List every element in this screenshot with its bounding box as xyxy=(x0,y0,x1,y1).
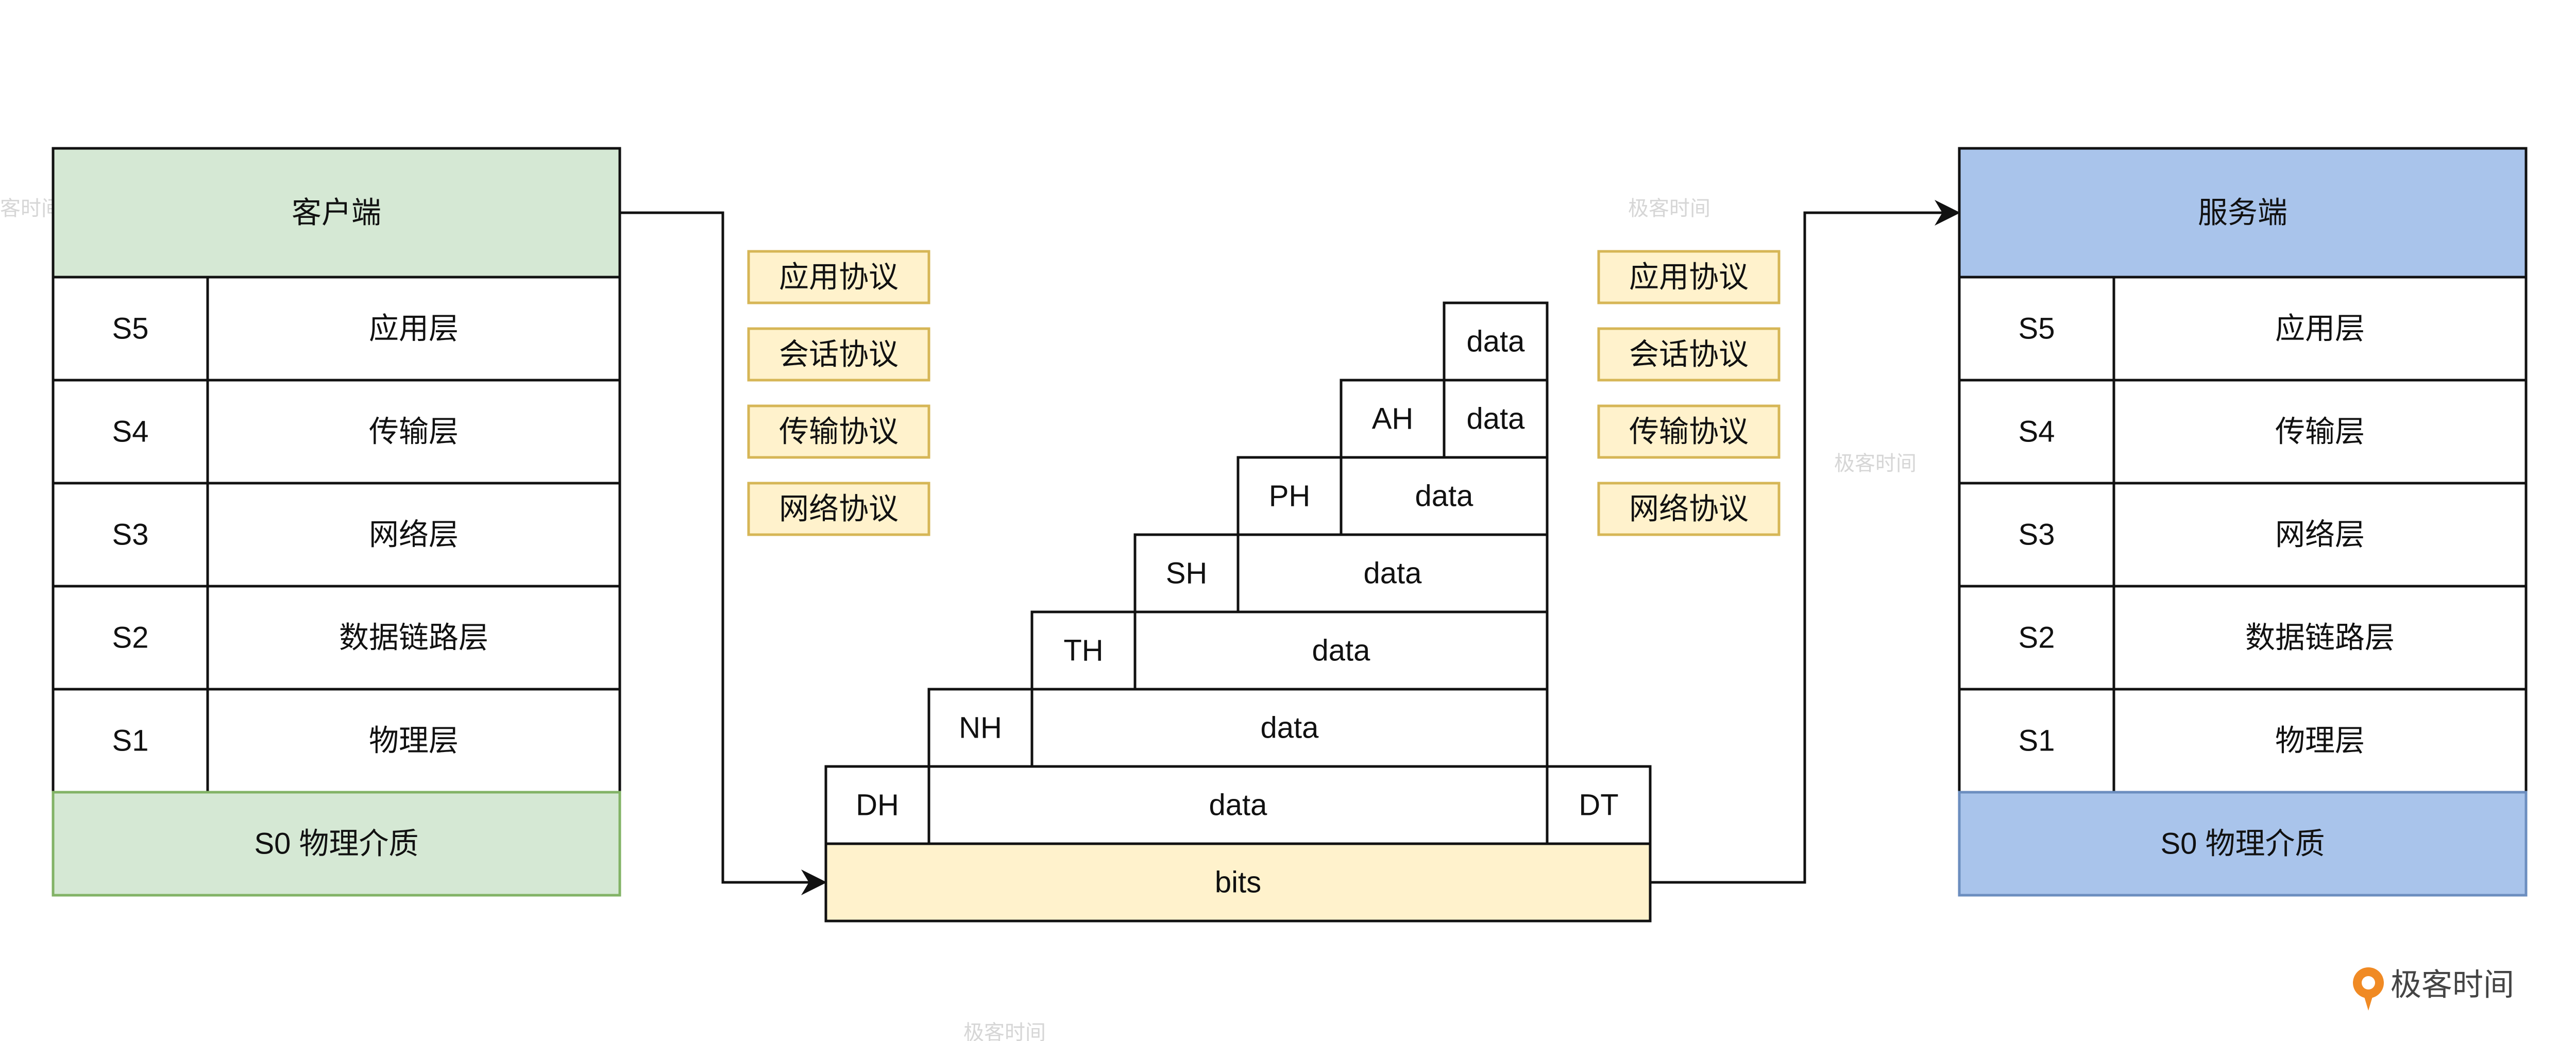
client-layer-s4-code-cell xyxy=(52,379,209,485)
server-layer-s5-code-cell xyxy=(1958,276,2115,382)
client-medium-label: S0 物理介质 xyxy=(254,827,418,861)
trailer-cell-dt xyxy=(1546,765,1652,845)
payload-cell xyxy=(927,765,1549,845)
header-cell-th xyxy=(1030,610,1137,691)
client-stack: 客户端 S5 应用层 S4 传输层 S3 网络层 S2 数据链路层 S1 物理层… xyxy=(52,147,621,897)
protocol-tag xyxy=(747,250,930,304)
client-layer-name: 网络层 xyxy=(369,518,459,552)
client-medium-box xyxy=(52,791,621,897)
watermark-text: 极客时间 xyxy=(1628,197,1710,220)
server-layer-name: 网络层 xyxy=(2275,518,2365,552)
header-label: NH xyxy=(959,711,1002,745)
client-title: 客户端 xyxy=(292,196,381,230)
header-cell-nh xyxy=(927,688,1033,768)
server-layer-code: S2 xyxy=(2019,621,2055,655)
header-label: AH xyxy=(1372,402,1414,436)
payload-cell xyxy=(1030,688,1549,768)
payload-label: data xyxy=(1467,402,1526,436)
protocol-tags-left: 应用协议 会话协议 传输协议 网络协议 xyxy=(747,250,930,536)
watermark-text: 极客时间 xyxy=(1834,452,1917,475)
geektime-logo-icon xyxy=(2353,967,2384,1011)
bits-to-server-arrow xyxy=(1650,200,1960,884)
server-medium-box xyxy=(1958,791,2528,897)
client-layer-s1-name-cell xyxy=(206,688,621,794)
payload-label: data xyxy=(1364,557,1422,590)
client-layer-code: S4 xyxy=(112,415,149,449)
client-layer-code: S1 xyxy=(112,724,149,758)
protocol-tag-label: 网络协议 xyxy=(779,492,899,526)
protocol-tag xyxy=(747,327,930,382)
server-layer-s1-name-cell xyxy=(2112,688,2528,794)
protocol-tag-label: 会话协议 xyxy=(779,338,899,371)
payload-label: data xyxy=(1312,634,1371,668)
protocol-tag-label: 网络协议 xyxy=(1629,492,1749,526)
header-label: TH xyxy=(1063,634,1103,668)
server-layer-s2-code-cell xyxy=(1958,585,2115,691)
protocol-tag xyxy=(1597,250,1781,304)
header-label: SH xyxy=(1166,557,1208,590)
client-layer-s4-name-cell xyxy=(206,379,621,485)
payload-cell xyxy=(1443,301,1549,382)
watermark-text: 极客时间 xyxy=(963,1021,1046,1041)
server-layer-name: 数据链路层 xyxy=(2245,621,2395,655)
client-layer-code: S3 xyxy=(112,518,149,552)
payload-label: data xyxy=(1415,480,1474,513)
server-stack: 服务端 S5 应用层 S4 传输层 S3 网络层 S2 数据链路层 S1 物理层… xyxy=(1958,147,2528,897)
client-layer-s2-code-cell xyxy=(52,585,209,691)
protocol-tag-label: 应用协议 xyxy=(1629,261,1749,294)
server-layer-code: S3 xyxy=(2019,518,2055,552)
header-label: PH xyxy=(1269,480,1311,513)
client-layer-code: S5 xyxy=(112,312,149,346)
header-cell-dh xyxy=(824,765,930,845)
server-layer-code: S5 xyxy=(2019,312,2055,346)
payload-cell xyxy=(1340,456,1549,536)
brand-logo: 极客时间 xyxy=(2353,967,2514,1011)
server-layer-s4-code-cell xyxy=(1958,379,2115,485)
client-layer-s2-name-cell xyxy=(206,585,621,691)
server-layer-name: 传输层 xyxy=(2275,415,2365,449)
server-layer-code: S4 xyxy=(2019,415,2055,449)
client-layer-name: 应用层 xyxy=(369,312,459,346)
payload-label: data xyxy=(1209,789,1268,822)
header-label: DH xyxy=(856,789,899,822)
server-layer-s5-name-cell xyxy=(2112,276,2528,382)
header-cell-ph xyxy=(1236,456,1343,536)
server-title-box xyxy=(1958,147,2528,279)
protocol-tags-right: 应用协议 会话协议 传输协议 网络协议 xyxy=(1597,250,1781,536)
server-layer-name: 物理层 xyxy=(2275,724,2365,758)
client-layer-name: 数据链路层 xyxy=(339,621,488,655)
payload-cell xyxy=(1133,610,1549,691)
client-layer-s3-name-cell xyxy=(206,482,621,588)
protocol-tag-label: 应用协议 xyxy=(779,261,899,294)
payload-label: data xyxy=(1467,325,1526,359)
server-title: 服务端 xyxy=(2198,196,2287,230)
server-layer-name: 应用层 xyxy=(2275,312,2365,346)
client-layer-s5-name-cell xyxy=(206,276,621,382)
server-layer-s4-name-cell xyxy=(2112,379,2528,485)
protocol-tag xyxy=(1597,482,1781,536)
client-to-bits-arrow xyxy=(620,211,827,895)
brand-name: 极客时间 xyxy=(2391,968,2514,1002)
client-layer-name: 物理层 xyxy=(369,724,459,758)
payload-cell xyxy=(1443,379,1549,459)
protocol-tag xyxy=(747,404,930,459)
protocol-tag xyxy=(747,482,930,536)
watermark-text: 极客时间 xyxy=(0,197,62,220)
trailer-label: DT xyxy=(1579,789,1618,822)
payload-label: data xyxy=(1261,711,1319,745)
bits-label: bits xyxy=(1215,866,1261,899)
protocol-tag-label: 会话协议 xyxy=(1629,338,1749,371)
encapsulation-stack: data AH data PH data SH data TH data NH … xyxy=(824,301,1652,923)
protocol-tag xyxy=(1597,404,1781,459)
server-layer-code: S1 xyxy=(2019,724,2055,758)
protocol-tag xyxy=(1597,327,1781,382)
protocol-tag-label: 传输协议 xyxy=(779,415,899,449)
protocol-tag-label: 传输协议 xyxy=(1629,415,1749,449)
server-layer-s1-code-cell xyxy=(1958,688,2115,794)
server-medium-label: S0 物理介质 xyxy=(2160,827,2325,861)
client-layer-code: S2 xyxy=(112,621,149,655)
client-layer-name: 传输层 xyxy=(369,415,459,449)
connectors xyxy=(620,200,1960,895)
